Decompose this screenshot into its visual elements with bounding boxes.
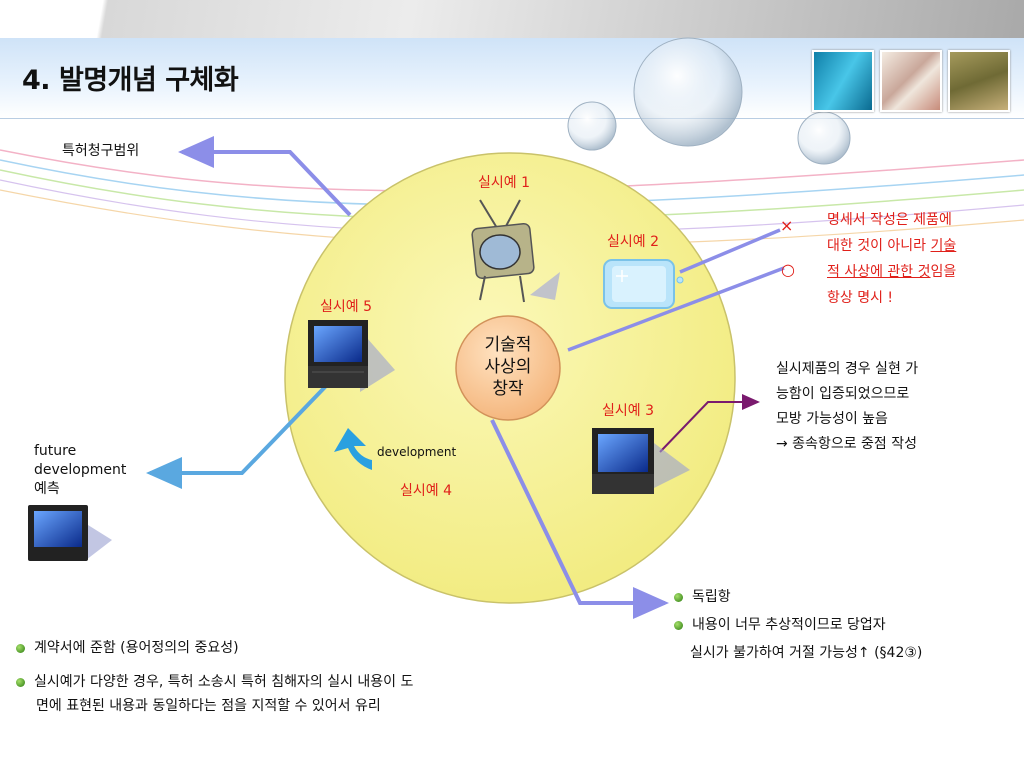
development-label: development: [377, 445, 457, 459]
embodiment-5-label: 실시예 5: [320, 299, 372, 315]
bullet-icon: [16, 643, 25, 653]
list-item: 독립항: [674, 583, 922, 611]
list-item: 내용이 너무 추상적이므로 당업자: [674, 611, 922, 639]
embodiment-3-label: 실시예 3: [602, 403, 654, 419]
development-arrow-icon: [334, 428, 372, 470]
header-stripe: [0, 0, 1024, 40]
bottom-notes: 계약서에 준함 (용어정의의 중요성) 실시예가 다양한 경우, 특허 소송시 …: [16, 636, 413, 718]
arrow-e2-to-wrong-mark: [679, 228, 781, 274]
arrow-to-dependent: [659, 394, 760, 453]
embodiment-2-label: 실시예 2: [607, 234, 659, 250]
retro-tv-icon: [471, 199, 560, 303]
future-label: future development 예측: [34, 443, 127, 497]
list-item: 실시예가 다양한 경우, 특허 소송시 특허 침해자의 실시 내용이 도: [16, 670, 413, 694]
arrow-to-claims: [178, 136, 352, 217]
spec-note: 명세서 작성은 제품에 대한 것이 아니라 기술 적 사상에 관한 것임을 항상…: [827, 212, 957, 306]
arrow-to-independent: [490, 419, 669, 619]
right-mark: ○: [781, 260, 795, 279]
center-label: 기술적 사상의 창작: [484, 335, 532, 399]
arrow-to-future: [146, 384, 328, 489]
wrong-mark: ×: [780, 216, 794, 235]
center-circle: [455, 315, 561, 421]
arrow-center-to-right-mark: [567, 266, 785, 352]
page-title: 4. 발명개념 구체화: [22, 65, 239, 96]
thumbnail-fabric: [812, 50, 874, 112]
bullet-icon: [674, 592, 683, 602]
crt-tv-icon-future: [28, 505, 112, 561]
thumbnail-plant: [948, 50, 1010, 112]
list-item: 계약서에 준함 (용어정의의 중요성): [16, 636, 413, 660]
embodiment-1-label: 실시예 1: [478, 175, 530, 191]
thumbnail-document: [880, 50, 942, 112]
independent-note: 독립항 내용이 너무 추상적이므로 당업자 실시가 불가하여 거절 가능성↑ (…: [674, 583, 922, 667]
flat-screen-icon: [603, 259, 684, 309]
crt-tv-icon-e3: [592, 428, 690, 494]
crt-tv-icon-e5: [308, 320, 395, 392]
bullet-icon: [674, 620, 683, 630]
embodiment-4-label: 실시예 4: [400, 483, 452, 499]
dependent-note: 실시제품의 경우 실현 가 능함이 입증되었으므로 모방 가능성이 높음 → 종…: [776, 361, 919, 452]
bullet-icon: [16, 677, 25, 687]
claims-label: 특허청구범위: [62, 143, 140, 159]
